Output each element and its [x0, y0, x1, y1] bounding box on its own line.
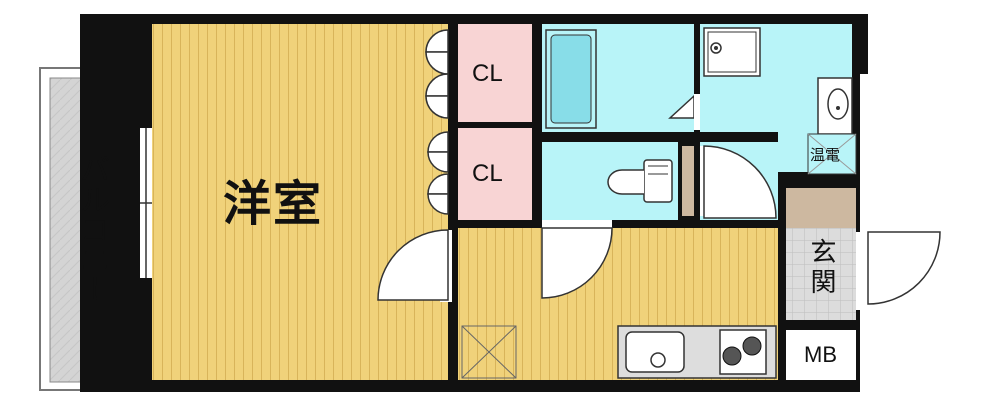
entrance-door-gap — [856, 232, 868, 310]
door-washroom — [700, 145, 777, 219]
wash-basin — [817, 77, 853, 135]
closet-upper-floor — [458, 24, 532, 122]
western-room-label: 洋室 — [223, 176, 324, 232]
meter-box — [786, 330, 856, 380]
closet-lower-label: CL — [472, 160, 503, 187]
entrance-tile — [786, 228, 856, 320]
door-entrance — [867, 231, 941, 305]
washlet-label: 温電 — [810, 146, 841, 164]
toilet-shelf — [682, 146, 694, 216]
meter-box-label: MB — [804, 342, 837, 367]
balcony-label: バルコニー — [74, 154, 109, 304]
door-toilet — [541, 220, 613, 299]
entrance-label: 玄関 — [806, 238, 836, 298]
ceiling-storage — [461, 325, 517, 379]
door-western-room — [377, 229, 452, 302]
closet-doors — [425, 29, 449, 215]
western-room-floor — [152, 24, 448, 380]
kitchen-counter — [617, 325, 777, 379]
door-bath — [668, 94, 700, 130]
water-heater — [807, 133, 857, 175]
washing-machine-pan — [703, 27, 761, 77]
interior-walls — [448, 24, 860, 380]
closet-upper-label: CL — [472, 60, 503, 87]
entrance-step — [786, 188, 856, 228]
bathtub — [545, 29, 597, 129]
toilet-fixture — [607, 159, 673, 203]
closet-lower-floor — [458, 128, 532, 220]
window-balcony — [140, 128, 152, 278]
